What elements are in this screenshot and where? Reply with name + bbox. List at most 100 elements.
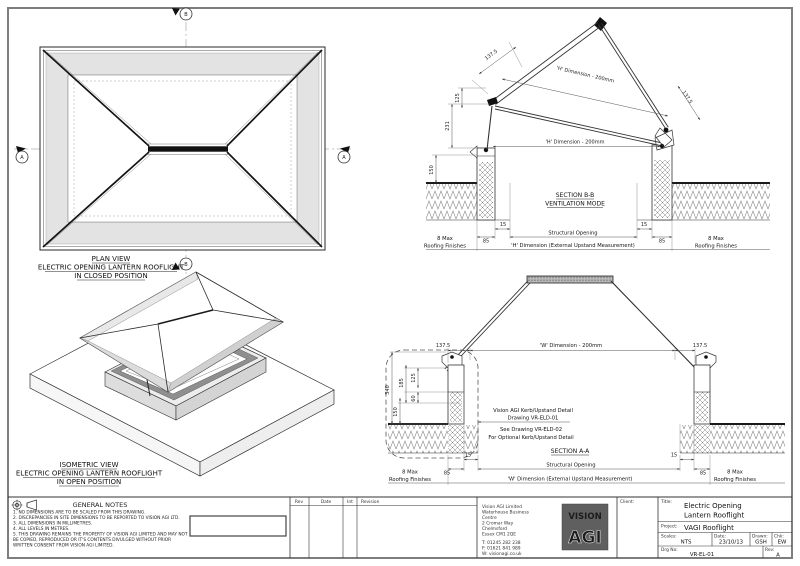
date-label: Date: [714,534,726,540]
date-value: 23/10/13 [719,540,743,546]
chk-label: Chk: [774,534,784,540]
bb-upstand-dim: 'H' Dimension (External Upstand Measurem… [511,243,635,249]
aa-upstand-dim: 'W' Dimension (External Upstand Measurem… [508,477,633,483]
company-address-3: 2 Cromar Way [482,521,514,527]
project-label: Project: [661,524,678,530]
aa-finish-left-2: Roofing Finishes [389,477,431,483]
company-info: Vision AGI Limited Waterhouse Business C… [481,504,530,557]
chk-value: EW [778,540,787,546]
project-value: VAGI Rooflight [684,524,734,532]
general-notes: GENERAL NOTES 1. NO DIMENSIONS ARE TO BE… [11,499,287,549]
bb-dim-150: 150 [429,165,435,175]
plan-caption-line3: IN CLOSED POSITION [74,272,147,280]
bb-finish-left-2: Roofing Finishes [424,244,466,250]
marker-a-left-label: A [20,155,24,161]
stamp-box [189,515,287,537]
drg-no-label: Drg No: [661,547,678,553]
aa-dim-125: 125 [411,373,417,383]
note-line-6: BE COPIED, REPRODUCED OR IT'S CONTENTS D… [13,537,171,543]
bb-finish-right-1: 8 Max [708,236,724,242]
aa-dim-340: 340 [385,385,391,395]
aa-roof-insulation-right [710,425,785,453]
bb-kerb-left [469,105,496,221]
aa-title: SECTION A-A [551,448,590,455]
date-col-header: Date [321,499,332,505]
logo-word: VISION [568,512,601,522]
iso-slab-side-right [199,389,335,477]
company-address-1: Waterhouse Business [482,510,530,516]
company-phone: T: 01245 282 238 [481,540,521,546]
aa-dim-85-right: 85 [700,471,706,477]
first-angle-projection-icon [11,499,23,511]
scales-label: Scales: [661,534,677,540]
aa-top-dimensions: 137.5 'W' Dimension - 200mm 137.5 [436,343,707,363]
vision-agi-logo: VISION AGI [561,503,609,551]
section-marker-a-left: A [15,146,29,164]
aa-finish-right-1: 8 Max [727,470,743,476]
bb-title: SECTION B-B [556,192,595,199]
marker-b-top-label: B [184,12,188,18]
iso-open-lid [79,271,284,393]
bb-dim-horiz: 'H' Dimension - 200mm [546,140,605,146]
section-marker-b-bottom: B [172,257,193,271]
aa-caption: SECTION A-A [551,448,590,456]
bb-dimensions: 137.5 'H' Dimension - 200mm 137.5 125 23… [424,41,770,251]
company-address-2: Centre [482,515,497,521]
aa-note-kerb-detail-2: Drawing VR-ELD-01 [508,416,559,422]
aa-finish-right-2: Roofing Finishes [714,477,756,483]
iso-caption-line3: IN OPEN POSITION [57,478,121,486]
bb-dim-231: 231 [445,121,451,131]
plan-hip-lines [42,49,323,248]
aa-dim-137-left: 137.5 [436,343,450,349]
bb-subtitle: VENTILATION MODE [545,201,605,208]
aa-roof-insulation-left [388,425,448,453]
iso-caption-line2: ELECTRIC OPENING LANTERN ROOFLIGHT [16,470,163,478]
bb-caption: SECTION B-B VENTILATION MODE [545,192,605,208]
note-line-5: 5. THIS DRAWING REMAINS THE PROPERTY OF … [13,532,188,538]
revision-col-header: Revision [361,499,380,505]
aa-finish-left-1: 8 Max [402,470,418,476]
company-address-5: Essex CM1 2QE [482,532,516,538]
title-cell: Title: Electric Opening Lantern Roofligh… [658,499,792,559]
general-notes-title: GENERAL NOTES [73,501,128,509]
aa-dim-60: 60 [411,395,417,401]
aa-kerb-right [693,351,717,455]
iso-caption-line1: ISOMETRIC VIEW [60,461,119,469]
bb-dim-15-left: 15 [500,222,506,228]
title-label: Title: [660,499,672,505]
aa-note-optional-1: See Drawing VR-ELD-02 [500,427,562,433]
company-name: Vision AGI Limited [482,504,522,510]
plan-caption-line2: ELECTRIC OPENING LANTERN ROOFLIGHT [38,264,185,272]
bb-finish-left-1: 8 Max [437,236,453,242]
plan-view: B B A A PLAN VIEW ELECTRIC OPENING LANTE… [14,7,352,281]
drawn-value: GSH [755,540,767,546]
int-col-header: Int [347,499,353,505]
drawing-title-line1: Electric Opening [684,502,742,510]
scales-value: NTS [681,540,692,546]
iso-caption: ISOMETRIC VIEW ELECTRIC OPENING LANTERN … [16,461,163,487]
company-fax: F: 01621 841 989 [482,546,521,552]
rev-value: A [776,553,780,559]
aa-dim-137-right: 137.5 [693,343,707,349]
isometric-view: ISOMETRIC VIEW ELECTRIC OPENING LANTERN … [16,271,335,487]
aa-dim-15-right: 15 [671,453,677,459]
drawn-label: Drawn: [752,534,768,540]
marker-a-right-label: A [342,155,346,161]
rev-label: Rev: [765,547,774,553]
note-line-1: 1. NO DIMENSIONS ARE TO BE SCALED FROM T… [13,510,146,516]
bb-structural-opening: Structural Opening [548,231,597,237]
note-line-3: 3. ALL DIMENSIONS IN MILLIMETRES. [13,521,92,527]
bb-hinge-node [487,97,498,106]
marker-b-bottom-label: B [184,262,188,268]
revision-table: Rev Date Int Revision [290,497,477,558]
company-address-4: Chelmsford [482,526,507,532]
aa-annotations: Vision AGI Kerb/Upstand Detail Drawing V… [478,408,574,441]
aa-left-dimensions: 125 185 340 60 150 [385,351,460,425]
company-website: W: visionagi.co.uk [482,551,522,557]
aa-kerb-left [441,351,465,455]
bb-roof-insulation-right [672,184,770,220]
bb-finish-right-2: Roofing Finishes [695,244,737,250]
drawing-title-line2: Lantern Rooflight [684,512,744,520]
bb-dim-85-left: 85 [483,239,489,245]
